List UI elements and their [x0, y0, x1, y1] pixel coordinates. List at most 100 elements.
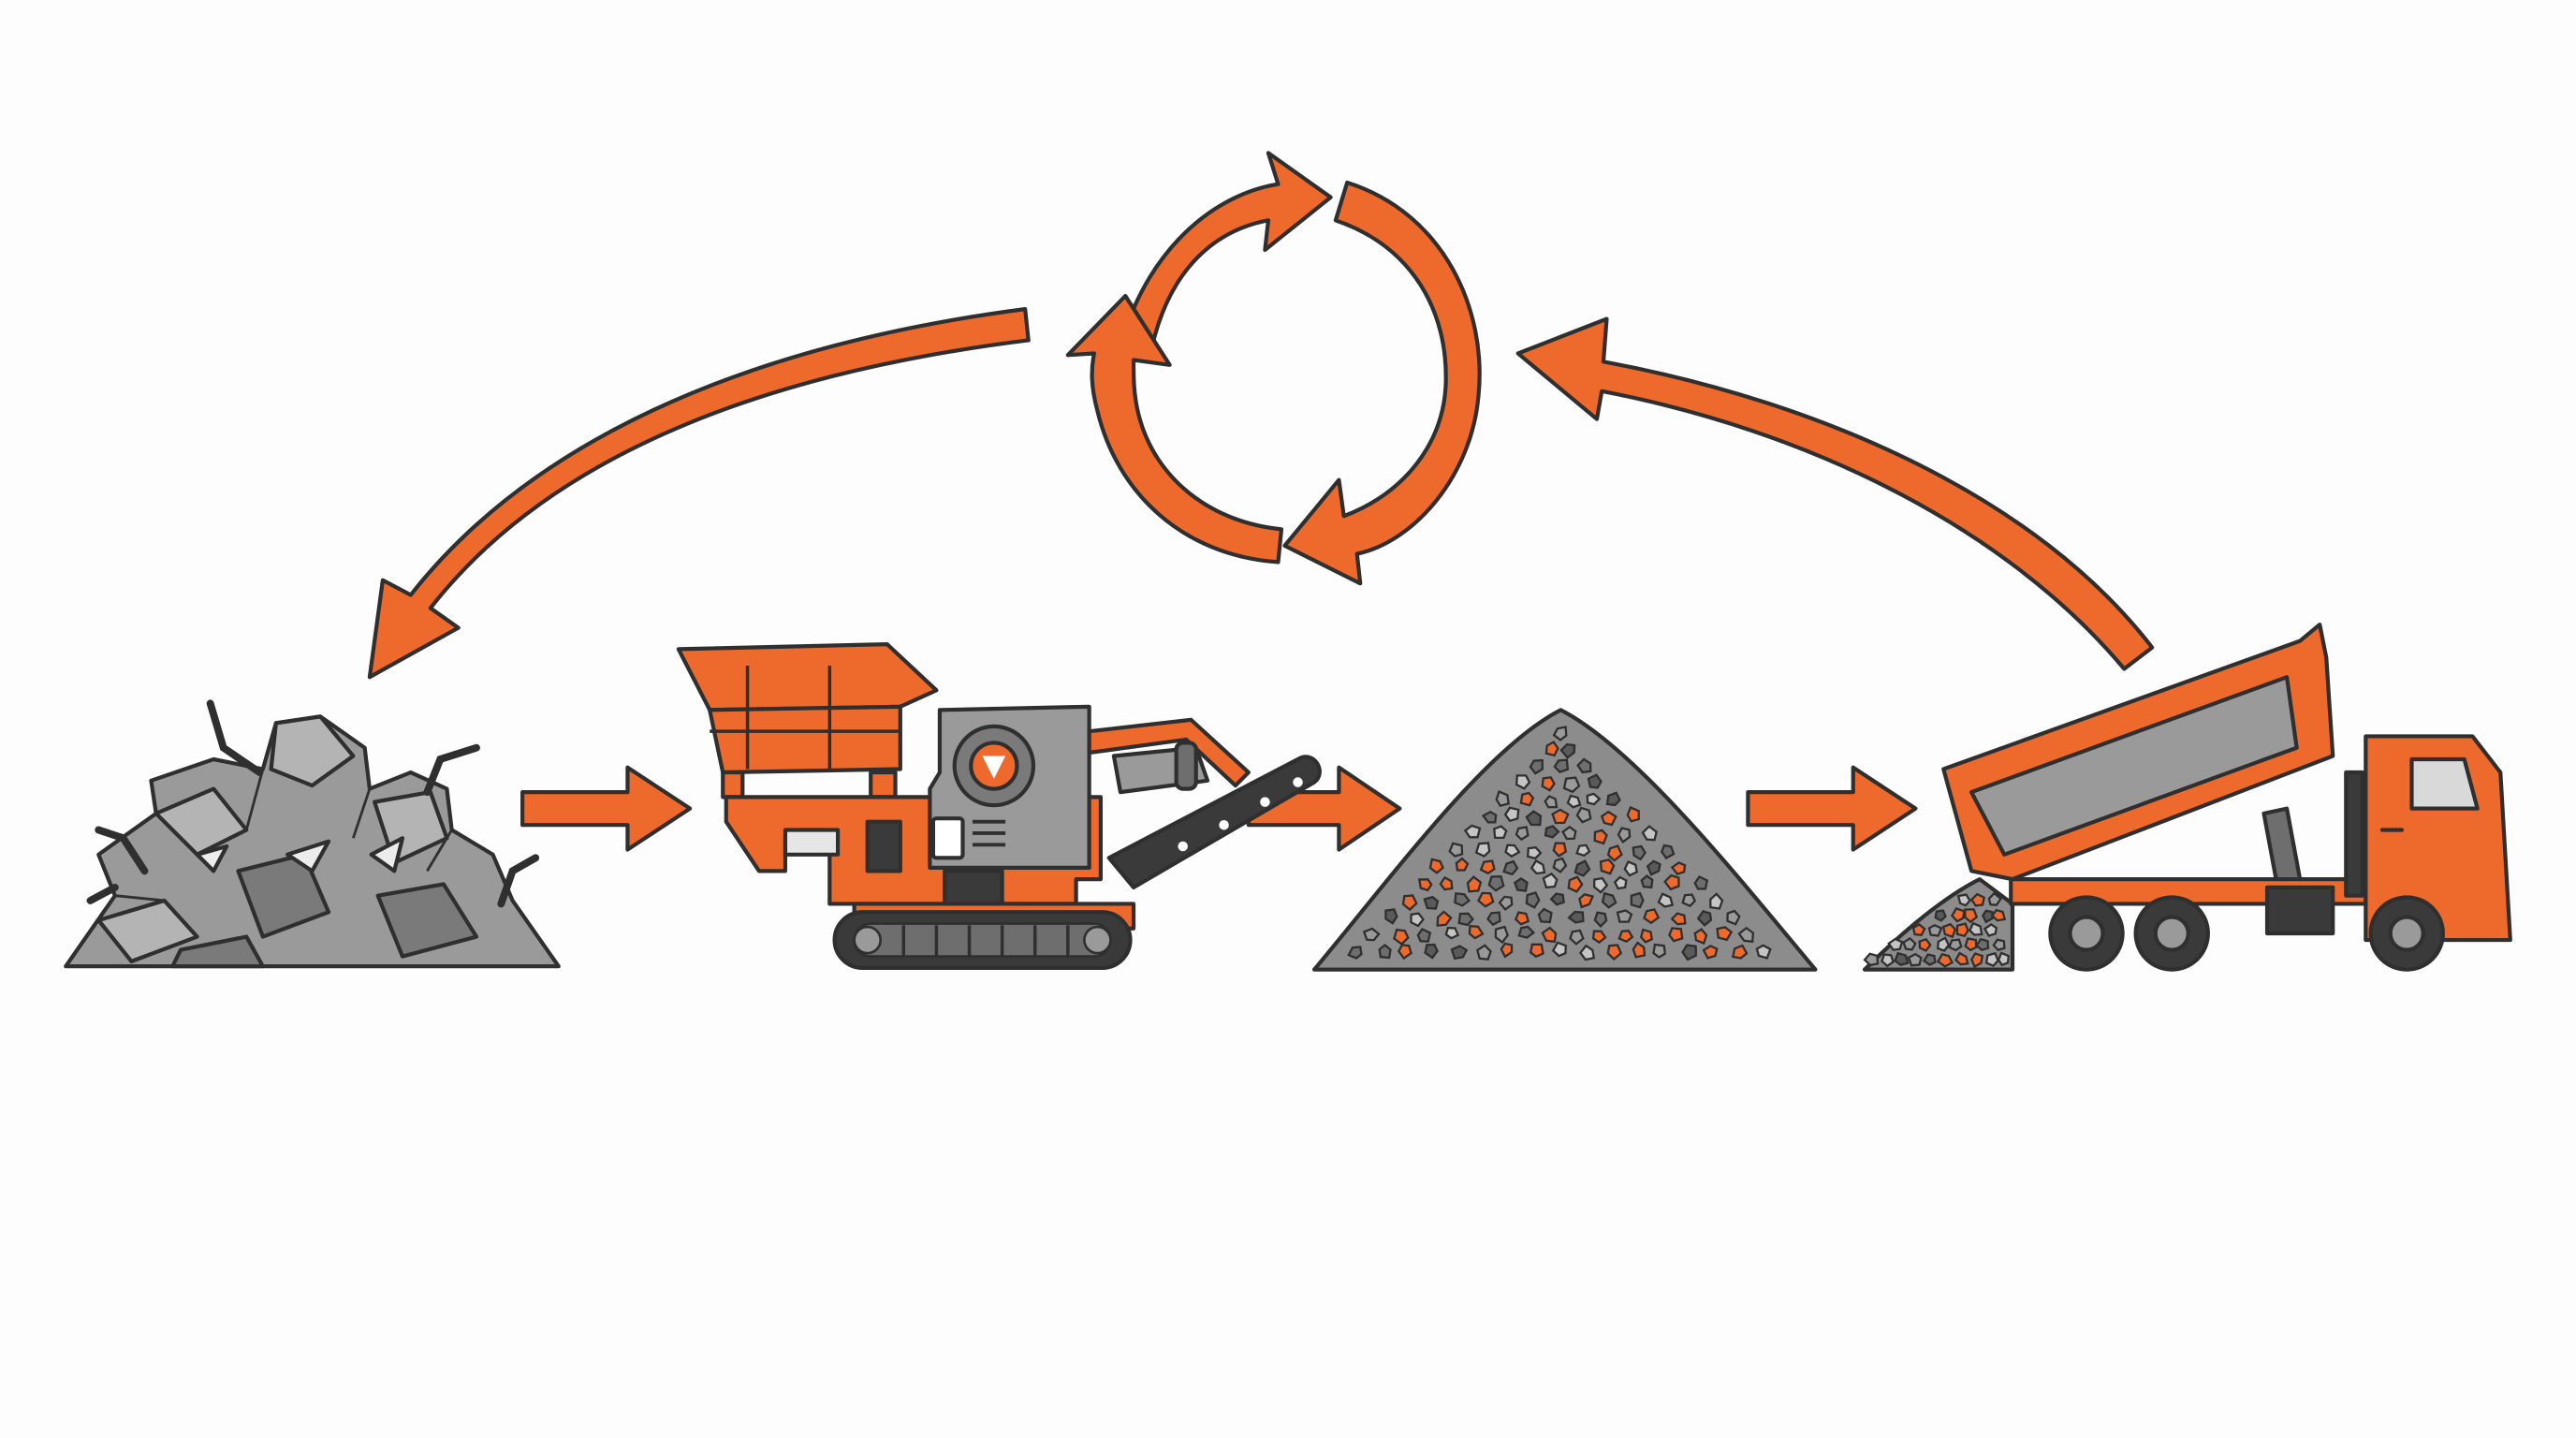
- cycle-segment-right: [1282, 180, 1482, 586]
- aggregate-chip: [1576, 757, 1592, 774]
- aggregate-chip: [1474, 842, 1491, 858]
- aggregate-chip: [1559, 742, 1576, 759]
- aggregate-chip: [1640, 874, 1654, 889]
- aggregate-chip: [1593, 829, 1608, 845]
- aggregate-chip: [1731, 944, 1749, 960]
- aggregate-chip: [1541, 926, 1558, 944]
- aggregate-chip: [1519, 791, 1535, 807]
- aggregate-chip: [1549, 892, 1565, 906]
- aggregate-chip: [1401, 894, 1418, 912]
- aggregate-chip: [1934, 909, 1947, 922]
- aggregate-chip: [1613, 875, 1628, 890]
- aggregate-chip: [1696, 910, 1713, 927]
- aggregate-chip: [1410, 912, 1425, 928]
- aggregate-chip: [1378, 944, 1392, 960]
- aggregate-chip: [1927, 923, 1943, 937]
- aggregate-chip: [1553, 758, 1570, 774]
- aggregate-chip: [1481, 810, 1498, 824]
- aggregate-chip: [1502, 859, 1519, 876]
- aggregate-chip: [1657, 892, 1675, 908]
- aggregate-chip: [1668, 927, 1684, 943]
- aggregate-chip: [1936, 936, 1951, 952]
- aggregate-chip: [1573, 859, 1591, 877]
- aggregate-chip: [1954, 951, 1969, 966]
- aggregate-chip: [1606, 944, 1623, 961]
- aggregate-chip: [1990, 908, 2007, 922]
- aggregate-chip: [1907, 952, 1923, 967]
- aggregate-chip: [1918, 937, 1932, 952]
- aggregate-chip: [1544, 741, 1559, 757]
- aggregate-chip: [1894, 951, 1910, 966]
- aggregate-chip: [1542, 872, 1559, 889]
- aggregate-chip: [1964, 937, 1978, 952]
- recycle-cycle-icon: [1065, 151, 1482, 586]
- concrete-rubble-icon: [64, 699, 561, 969]
- aggregate-chip: [1693, 875, 1709, 890]
- aggregate-chip: [1599, 858, 1616, 875]
- aggregate-chip: [1578, 893, 1595, 909]
- aggregate-chip: [1463, 824, 1482, 839]
- aggregate-chip: [1552, 842, 1568, 858]
- flow-arrow-1: [520, 765, 693, 852]
- aggregate-chip: [1726, 909, 1741, 926]
- aggregate-chip: [1397, 944, 1412, 961]
- aggregate-chip: [1541, 776, 1556, 792]
- aggregate-chip: [1525, 810, 1543, 827]
- aggregate-chip: [1416, 928, 1432, 943]
- aggregate-chip: [1606, 844, 1623, 862]
- aggregate-chip: [1515, 826, 1530, 842]
- aggregate-chip: [1922, 953, 1937, 966]
- aggregate-chip: [1513, 877, 1529, 892]
- aggregate-chip: [1709, 892, 1724, 910]
- aggregate-chip: [1439, 875, 1454, 891]
- aggregate-pile-icon: [1311, 708, 1818, 972]
- aggregate-chip: [1476, 944, 1492, 961]
- aggregate-chip: [1529, 943, 1544, 959]
- aggregate-chip: [1947, 938, 1963, 952]
- aggregate-chip: [1670, 912, 1687, 926]
- aggregate-chip: [1530, 858, 1546, 875]
- aggregate-chip: [1632, 941, 1647, 959]
- aggregate-chip: [1997, 951, 2011, 967]
- aggregate-chip: [1663, 873, 1680, 891]
- aggregate-chip: [1347, 946, 1363, 960]
- aggregate-chip: [1450, 945, 1469, 960]
- dump-truck-icon: [1862, 622, 2512, 972]
- aggregate-chip: [1498, 895, 1514, 911]
- aggregate-chip: [1494, 925, 1509, 945]
- aggregate-chip: [1652, 943, 1667, 959]
- aggregate-chip: [1681, 944, 1698, 961]
- aggregate-chip: [1468, 924, 1485, 940]
- aggregate-chip: [1623, 860, 1639, 877]
- aggregate-chip: [1626, 805, 1640, 823]
- aggregate-chip: [1911, 923, 1926, 937]
- aggregate-chip: [1578, 944, 1596, 961]
- aggregate-chip: [1863, 952, 1880, 967]
- aggregate-chip: [1551, 808, 1570, 825]
- aggregate-chip: [1693, 928, 1708, 946]
- aggregate-chip: [1681, 893, 1697, 908]
- aggregate-chip: [1455, 857, 1470, 872]
- flow-arrow-2: [1246, 765, 1402, 852]
- aggregate-chip: [1503, 806, 1520, 823]
- aggregate-chip: [1544, 795, 1559, 809]
- aggregate-chip: [1527, 846, 1543, 860]
- aggregate-chip: [1591, 930, 1607, 945]
- truck-wheels: [2048, 895, 2445, 972]
- aggregate-chip: [1362, 927, 1381, 942]
- aggregate-chip: [1887, 937, 1904, 951]
- aggregate-chip: [1983, 923, 1998, 937]
- aggregate-chip: [1552, 726, 1568, 741]
- aggregate-chip: [1486, 911, 1501, 927]
- aggregate-chip: [1562, 776, 1581, 794]
- flow-arrow-3: [1746, 765, 1918, 852]
- cycle-segment-top: [1120, 151, 1333, 351]
- aggregate-chip: [1569, 929, 1585, 946]
- aggregate-chip: [1956, 893, 1971, 907]
- aggregate-chips: [1347, 726, 1772, 961]
- aggregate-chip: [1902, 936, 1917, 951]
- aggregate-chip: [1552, 857, 1568, 873]
- aggregate-chip: [1575, 844, 1591, 858]
- aggregate-chip: [1436, 910, 1453, 927]
- aggregate-chip: [1975, 937, 1990, 952]
